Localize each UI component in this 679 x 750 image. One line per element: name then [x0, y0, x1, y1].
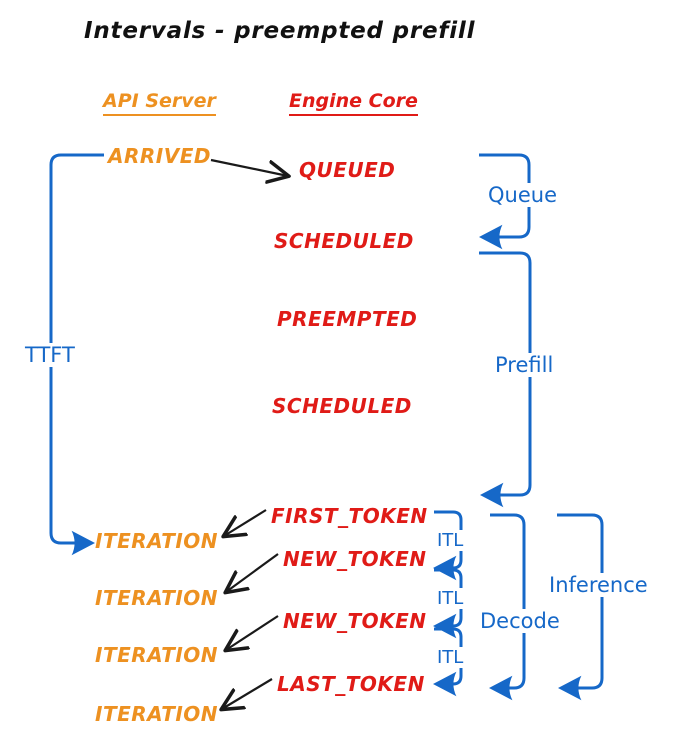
transition-arrow-arrived-to-queued — [210, 158, 288, 176]
state-queued: QUEUED — [299, 158, 396, 182]
transition-arrow-last-token — [222, 678, 273, 709]
interval-label-queue: Queue — [485, 183, 560, 207]
interval-bracket-inference — [557, 513, 604, 701]
state-arrived: ARRIVED — [108, 144, 211, 168]
interval-bracket-decode — [489, 513, 526, 701]
state-new-token-2: NEW_TOKEN — [283, 609, 427, 633]
state-new-token-1: NEW_TOKEN — [283, 547, 427, 571]
state-iteration-3: ITERATION — [95, 643, 219, 667]
state-iteration-4: ITERATION — [95, 702, 219, 726]
page-title: Intervals - preempted prefill — [84, 18, 476, 44]
state-scheduled-2: SCHEDULED — [272, 394, 412, 418]
column-header-api-server: API Server — [103, 90, 216, 116]
interval-label-inference: Inference — [546, 573, 651, 597]
state-last-token: LAST_TOKEN — [277, 672, 425, 696]
interval-label-ttft: TTFT — [22, 343, 78, 367]
transition-arrow-new-token-2 — [226, 615, 279, 650]
transition-arrow-new-token-1 — [226, 553, 279, 592]
interval-label-prefill: Prefill — [492, 353, 557, 377]
transition-arrow-first-token — [224, 509, 267, 536]
interval-label-itl-3: ITL — [434, 647, 467, 668]
interval-label-decode: Decode — [477, 609, 563, 633]
state-preempted: PREEMPTED — [277, 307, 418, 331]
state-iteration-1: ITERATION — [95, 529, 219, 553]
interval-label-itl-1: ITL — [434, 530, 467, 551]
column-header-engine-core: Engine Core — [289, 90, 418, 116]
state-iteration-2: ITERATION — [95, 586, 219, 610]
interval-label-itl-2: ITL — [434, 588, 467, 609]
state-first-token: FIRST_TOKEN — [271, 504, 428, 528]
state-scheduled-1: SCHEDULED — [274, 229, 414, 253]
